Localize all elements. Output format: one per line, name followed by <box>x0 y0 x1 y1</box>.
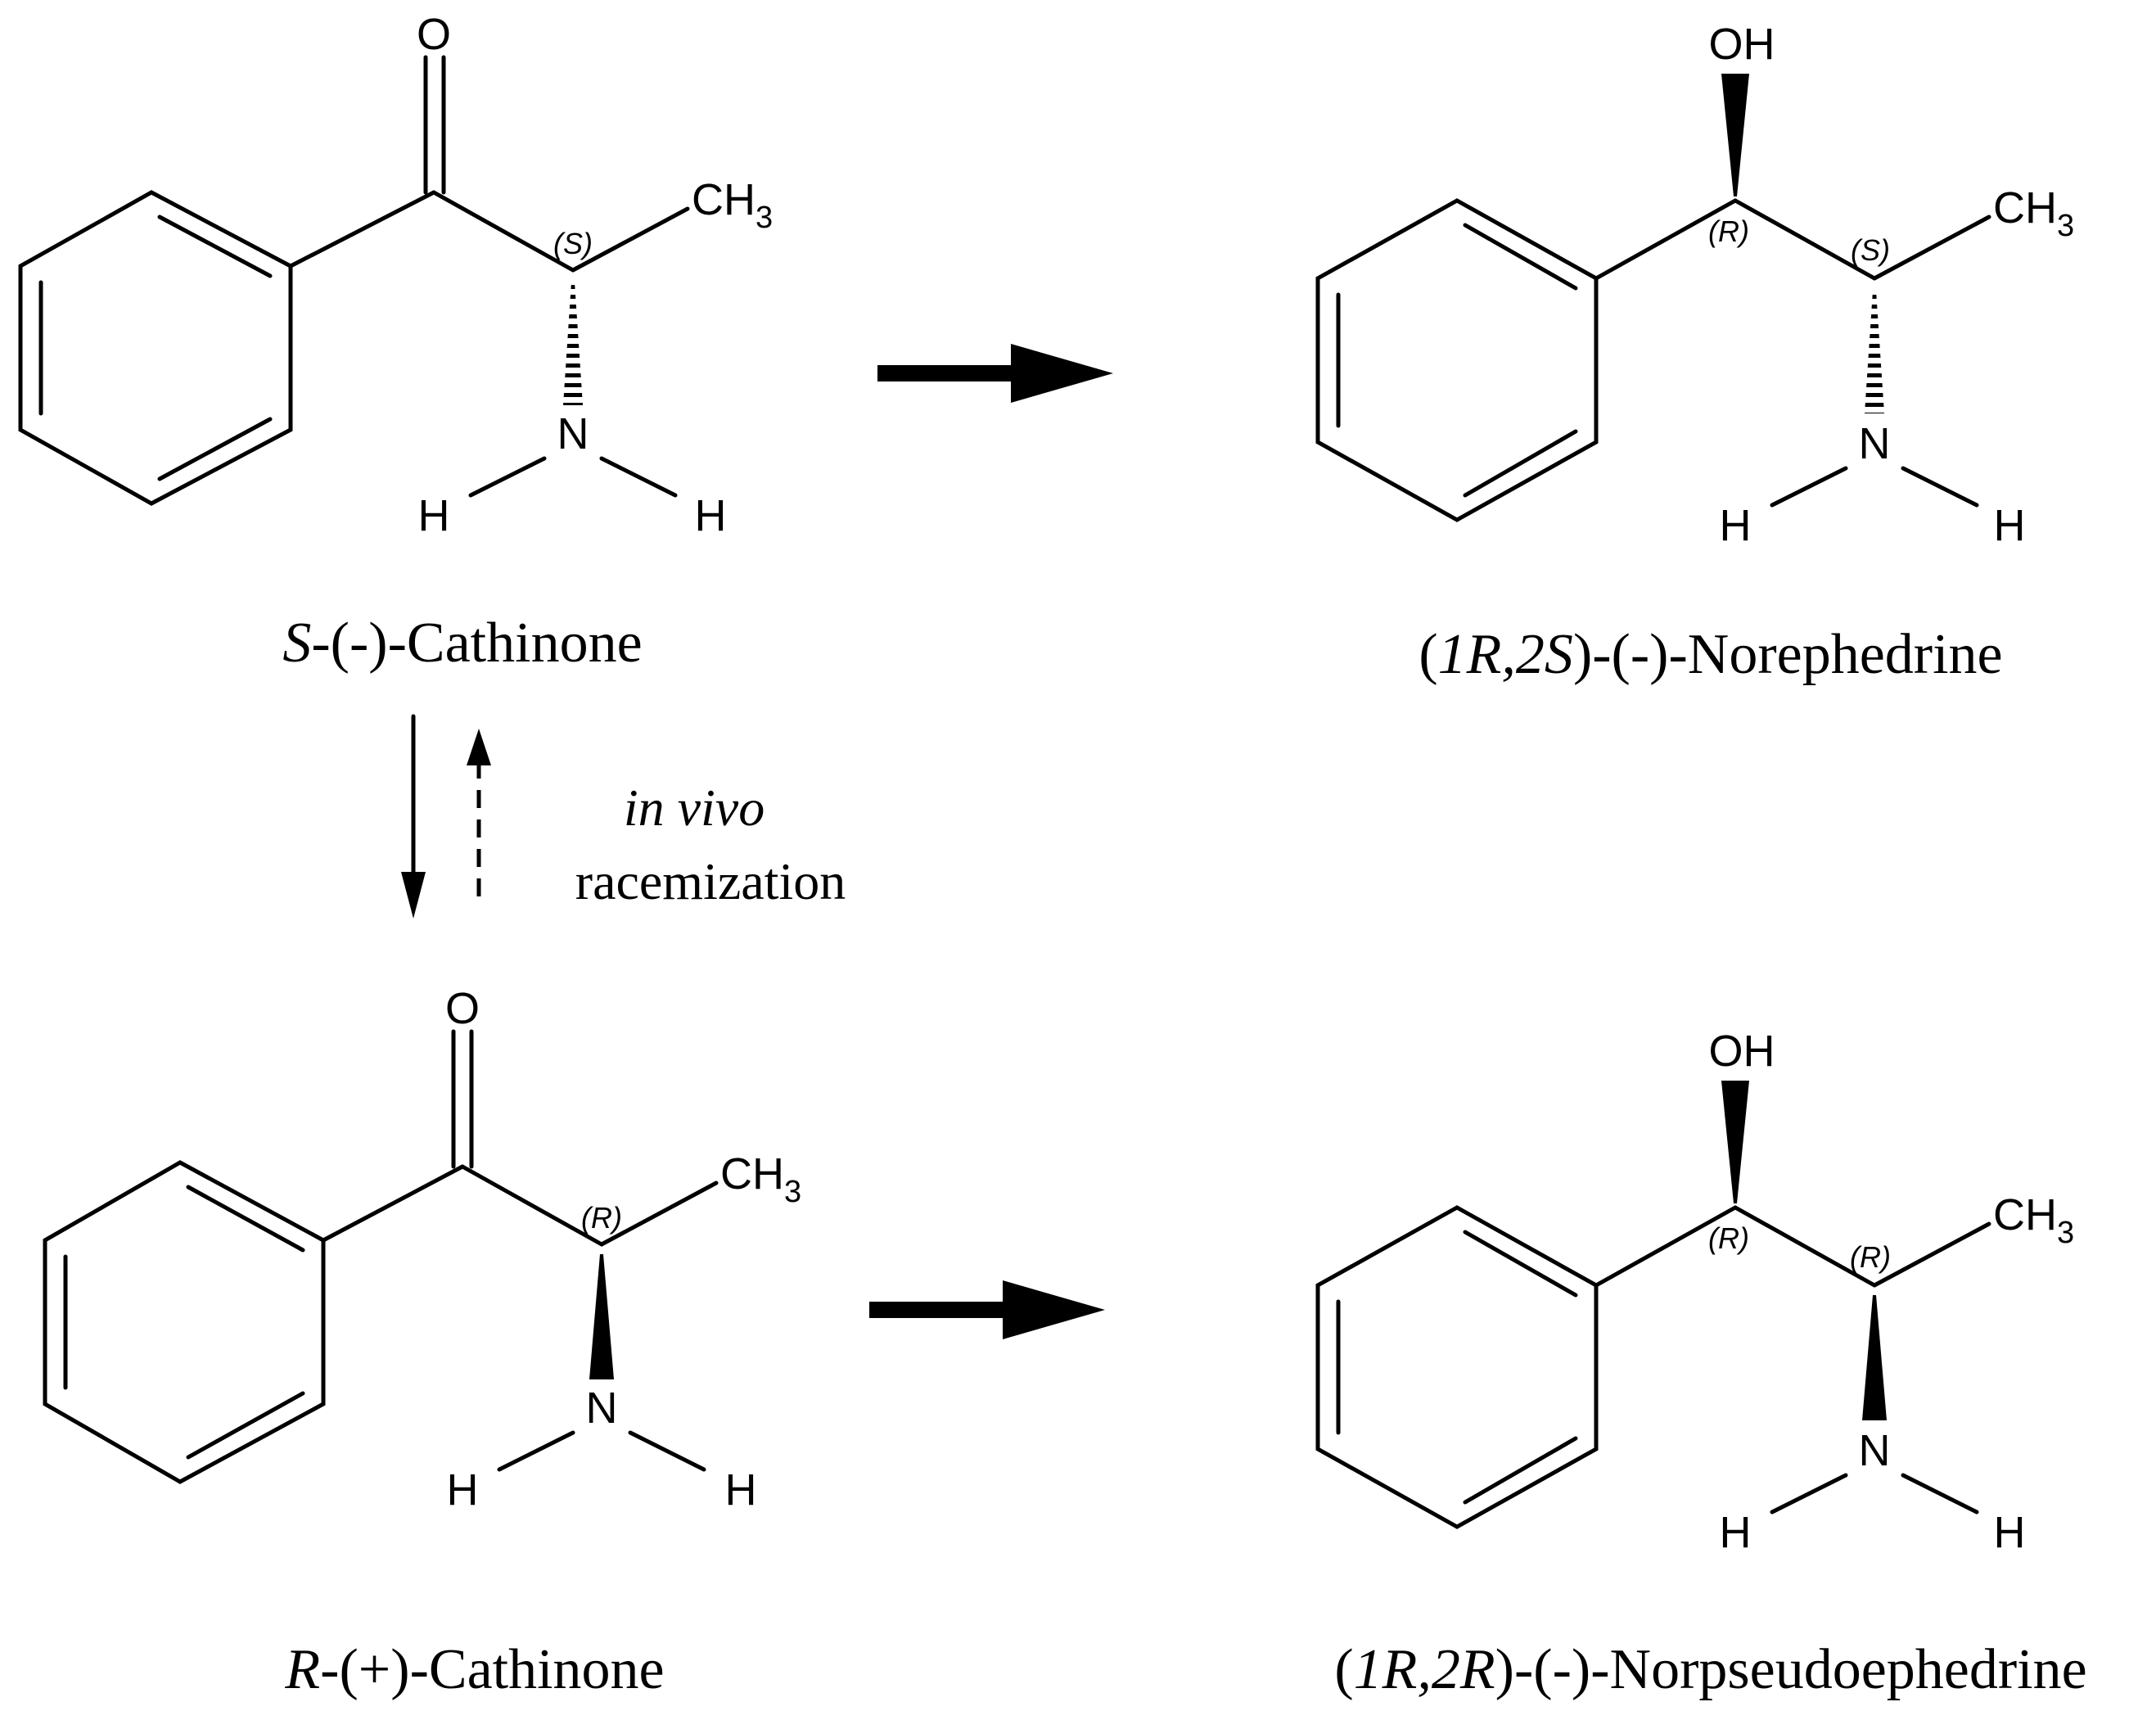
solid-wedge-bond <box>1862 1295 1887 1420</box>
racemization-arrow-down <box>401 714 426 919</box>
ring-c1-bond <box>1594 198 1738 281</box>
in-vivo-label: in vivo <box>624 779 765 837</box>
nitrogen-label: N <box>1859 419 1891 468</box>
c1-c2-bond <box>1733 1205 1877 1288</box>
reaction-arrow-top <box>877 344 1113 403</box>
s-cathinone-structure: O (S) CH3 N H H <box>18 10 773 540</box>
alpha-methyl-bond <box>571 206 690 273</box>
methyl-label: CH3 <box>692 175 773 235</box>
racemization-arrow-up-dashed <box>467 729 491 896</box>
n-h-bond-right <box>628 1430 706 1472</box>
carbonyl-alpha-bond <box>431 190 575 273</box>
stereo-descriptor: (S) <box>553 227 593 260</box>
reaction-arrow-bottom <box>869 1280 1105 1339</box>
n-h-bond-left <box>468 456 547 498</box>
methyl-label: CH3 <box>1993 1190 2074 1250</box>
n-h-bond-left <box>1770 466 1848 508</box>
solid-wedge-bond <box>1721 74 1749 196</box>
nitrogen-label: N <box>1859 1426 1891 1475</box>
hydroxyl-label: OH <box>1709 20 1775 69</box>
r-cathinone-structure: O (R) CH3 N H H <box>43 984 801 1515</box>
nitrogen-label: N <box>586 1384 618 1433</box>
r-cathinone-name: R-(+)-Cathinone <box>284 1638 664 1701</box>
hydrogen-label-right: H <box>1994 1508 2026 1557</box>
benzene-ring <box>1315 198 1599 522</box>
n-h-bond-right <box>1901 1473 1979 1515</box>
c2-methyl-bond <box>1872 214 1991 281</box>
methyl-label: CH3 <box>1993 183 2074 243</box>
racemization-label: racemization <box>575 852 846 910</box>
n-h-bond-right <box>599 456 678 498</box>
hydrogen-label-left: H <box>1720 501 1752 550</box>
hydrogen-label-left: H <box>1720 1508 1752 1557</box>
nitrogen-label: N <box>557 409 589 458</box>
stereo-descriptor: (R) <box>581 1201 622 1235</box>
c2-methyl-bond <box>1872 1221 1991 1288</box>
carbonyl-alpha-bond <box>460 1164 604 1247</box>
stereo-descriptor-c2: (S) <box>1851 233 1890 267</box>
hydrogen-label-right: H <box>725 1465 757 1515</box>
hydrogen-label-right: H <box>695 491 727 540</box>
alpha-methyl-bond <box>599 1181 719 1247</box>
ring-carbonyl-bond <box>321 1164 465 1243</box>
solid-wedge-bond <box>589 1254 614 1379</box>
benzene-ring <box>1315 1205 1599 1529</box>
benzene-ring <box>43 1160 326 1484</box>
oxygen-label: O <box>417 10 451 59</box>
methyl-label: CH3 <box>720 1149 801 1209</box>
s-cathinone-name: S-(-)-Cathinone <box>282 612 642 675</box>
norpseudoephedrine-structure: OH (R) (R) CH3 N H H <box>1315 1027 2074 1557</box>
hashed-wedge-bond <box>563 282 583 405</box>
norephedrine-structure: OH (R) (S) CH3 N H H <box>1315 20 2074 550</box>
n-h-bond-left <box>1770 1473 1848 1515</box>
ring-c1-bond <box>1594 1205 1738 1288</box>
n-h-bond-right <box>1901 466 1979 508</box>
hydrogen-label-left: H <box>447 1465 479 1515</box>
benzene-ring <box>18 190 293 506</box>
stereo-descriptor-c2: (R) <box>1850 1240 1891 1274</box>
oxygen-label: O <box>445 984 480 1033</box>
hydrogen-label-right: H <box>1994 501 2026 550</box>
solid-wedge-bond <box>1721 1081 1749 1203</box>
norpseudoephedrine-name: (1R,2R)-(-)-Norpseudoephedrine <box>1334 1638 2086 1701</box>
ring-carbonyl-bond <box>288 190 436 269</box>
hydrogen-label-left: H <box>418 491 450 540</box>
norephedrine-name: (1R,2S)-(-)-Norephedrine <box>1419 623 2002 686</box>
c1-c2-bond <box>1733 198 1877 281</box>
hydroxyl-label: OH <box>1709 1027 1775 1076</box>
stereo-descriptor-c1: (R) <box>1708 214 1749 248</box>
stereo-descriptor-c1: (R) <box>1708 1221 1749 1255</box>
n-h-bond-left <box>497 1430 575 1472</box>
hashed-wedge-bond <box>1865 291 1884 413</box>
